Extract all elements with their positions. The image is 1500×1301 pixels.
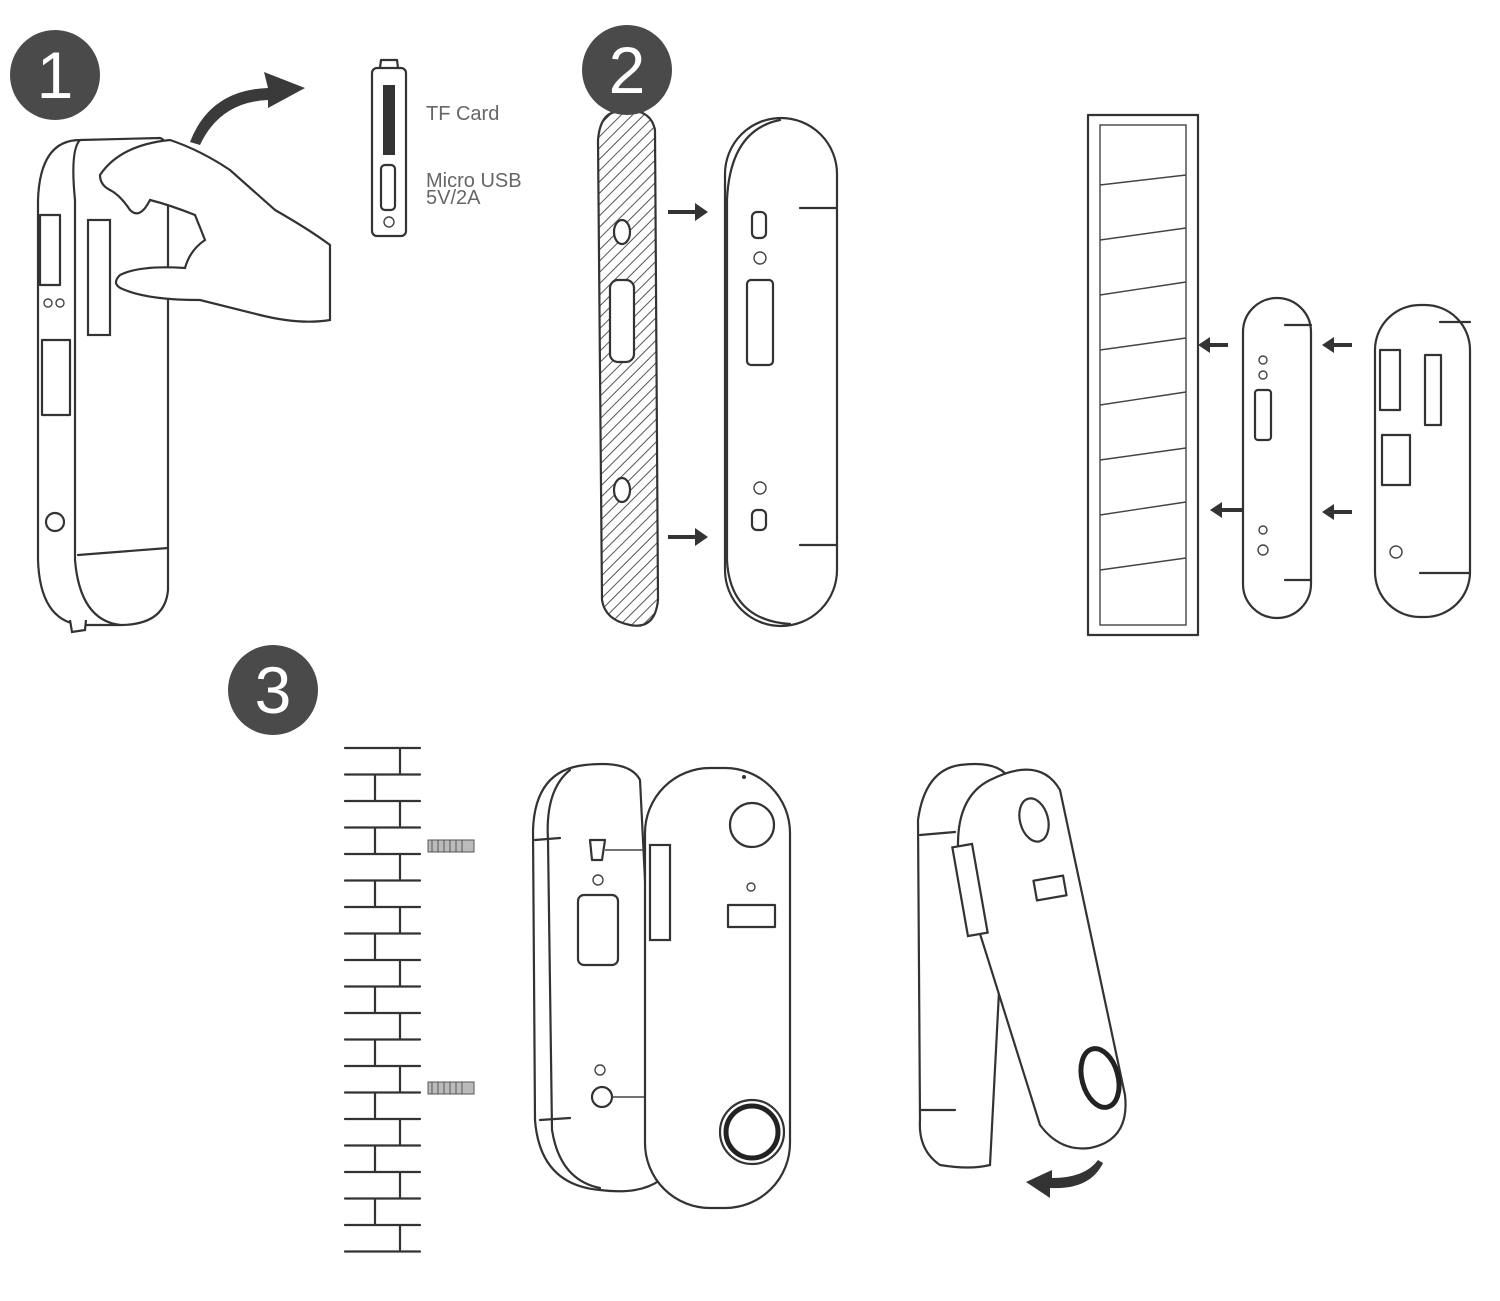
arrow-right-icon: [668, 203, 708, 221]
doorbell-front-unit: [643, 766, 792, 1210]
screw-icon: [427, 839, 475, 853]
arrow-left-icon: [1322, 504, 1352, 520]
screw-icon: [427, 1081, 475, 1095]
brick-lines: [343, 746, 422, 1253]
doorbell-backplate-side: [1241, 296, 1313, 620]
arrow-left-icon: [1210, 502, 1243, 518]
rotate-arrow-icon: [1026, 1160, 1103, 1198]
adhesive-mounting-sticker: [596, 109, 660, 627]
step-badge-2: 2: [582, 25, 672, 115]
step-badge-3: 3: [228, 645, 318, 735]
door-frame-panel: [1086, 113, 1200, 637]
doorbell-opened-backplate: [531, 762, 662, 1193]
tf-card-label: TF Card: [426, 103, 500, 125]
arrow-right-icon: [668, 528, 708, 546]
hand-icon: [98, 138, 332, 323]
doorbell-tilted-view: [916, 762, 1127, 1169]
doorbell-backplate-step2: [723, 116, 839, 628]
arrow-left-icon: [1322, 337, 1352, 353]
brick-wall: [343, 746, 422, 1253]
step-badge-1: 1: [10, 30, 100, 120]
port-panel-detail: [370, 58, 408, 238]
micro-usb-label: Micro USB: [426, 170, 522, 192]
doorbell-rear-view: [1373, 303, 1472, 619]
power-rating-label: 5V/2A: [426, 187, 481, 209]
doorbell-side-view-step1: [36, 136, 170, 634]
curved-arrow-icon: [190, 72, 305, 145]
arrow-left-icon: [1198, 337, 1228, 353]
